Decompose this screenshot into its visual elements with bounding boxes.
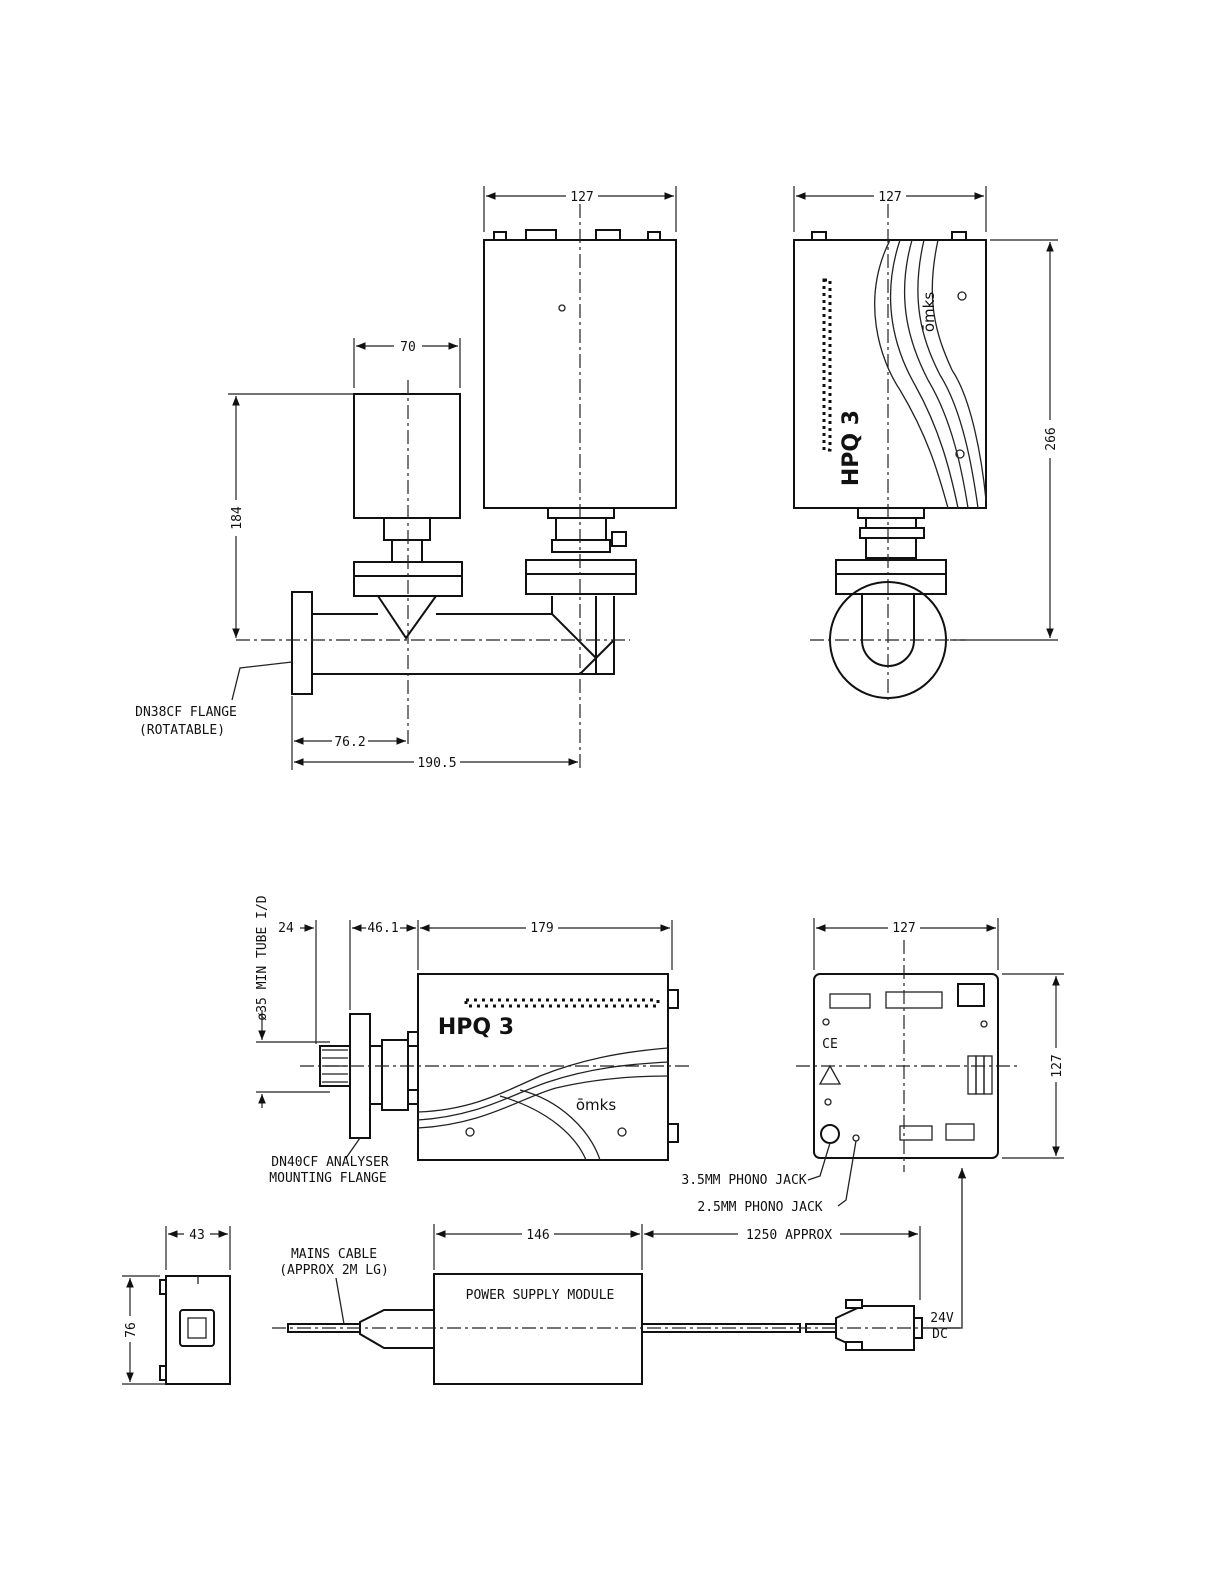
dim-461: 46.1: [367, 921, 398, 936]
dn38cf-flange: [292, 592, 312, 694]
analyser-label-line2: MOUNTING FLANGE: [269, 1171, 386, 1186]
dim-1905: 190.5: [417, 756, 456, 771]
dim-rear-height: 127: [1050, 1054, 1065, 1077]
flange-label-line2: (ROTATABLE): [139, 723, 225, 738]
dc-label-line1: 24V: [930, 1311, 954, 1326]
analyser-brand-logo: ōmks: [576, 1096, 616, 1114]
psu-main-view: POWER SUPPLY MODULE 146 1250 APPROX MAIN…: [272, 1168, 962, 1384]
side-model-text: HPQ 3: [839, 410, 864, 486]
dim-side-width: 127: [878, 190, 901, 205]
gauge-head: [354, 394, 460, 518]
rear-panel-view: CE 127 127 3.5MM PHONO JACK 2.5MM PHONO …: [681, 918, 1066, 1215]
tube-id-label: ø35 MIN TUBE I/D: [255, 895, 270, 1020]
analyser-label-line1: DN40CF ANALYSER: [271, 1155, 389, 1170]
phono-25-label: 2.5MM PHONO JACK: [697, 1200, 822, 1215]
dim-762: 76.2: [334, 735, 365, 750]
analyser-body: [418, 974, 668, 1160]
dn40cf-flange: [350, 1014, 370, 1138]
svg-text:CE: CE: [822, 1037, 838, 1052]
front-view-assembly: 127 70 184 76.2 190.5 DN38CF FLANGE (ROT…: [135, 186, 676, 771]
dim-gauge-width: 70: [400, 340, 416, 355]
psu-module-label: POWER SUPPLY MODULE: [466, 1288, 615, 1303]
dim-rear-width: 127: [892, 921, 915, 936]
flange-label-line1: DN38CF FLANGE: [135, 705, 237, 720]
iec-inlet: [180, 1310, 214, 1346]
psu-side-view: 43 76: [120, 1226, 230, 1384]
dim-front-width: 127: [570, 190, 593, 205]
mains-label-line2: (APPROX 2M LG): [279, 1263, 389, 1278]
dim-psu-width: 146: [526, 1228, 549, 1243]
analyser-side-view: HPQ 3 ōmks ø35 MIN TUBE I/D 24: [255, 895, 690, 1186]
side-view-assembly: HPQ 3 ōmks 127 266: [794, 186, 1060, 704]
dim-179: 179: [530, 921, 553, 936]
dim-cable-length: 1250 APPROX: [746, 1228, 832, 1243]
side-brand-logo: ōmks: [920, 292, 938, 332]
dim-height-266: 266: [1044, 427, 1059, 450]
phono-35-label: 3.5MM PHONO JACK: [681, 1173, 806, 1188]
dim-psu-side-height: 76: [124, 1322, 139, 1338]
mains-label-line1: MAINS CABLE: [291, 1247, 377, 1262]
dim-24: 24: [278, 921, 294, 936]
analyser-model-text: HPQ 3: [438, 1015, 514, 1040]
dim-psu-side-width: 43: [189, 1228, 205, 1243]
dc-label-line2: DC: [932, 1327, 948, 1342]
dim-height-184: 184: [230, 506, 245, 530]
